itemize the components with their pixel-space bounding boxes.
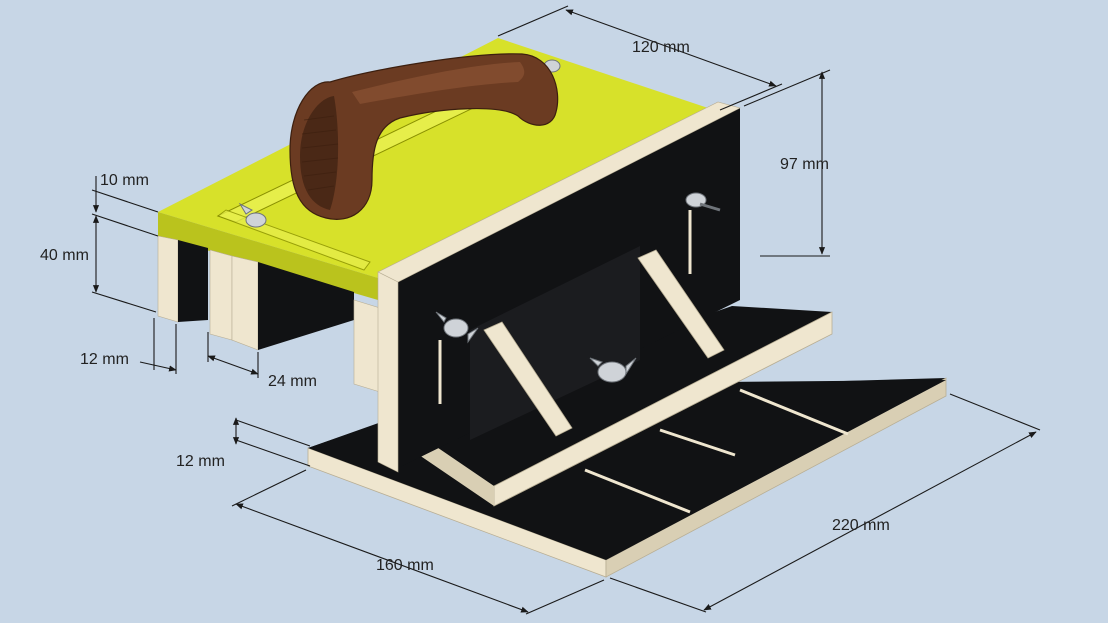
dimension-labels: 120 mm 97 mm 10 mm 40 mm 12 mm 24 mm 12 …: [40, 39, 890, 574]
handle: [289, 53, 559, 220]
left-legs: [157, 235, 381, 393]
wing-nut-icon: [238, 202, 267, 228]
dim-label-top-thickness: 10 mm: [100, 172, 149, 189]
dim-label-base-thickness: 12 mm: [176, 453, 225, 470]
dim-label-base-length: 220 mm: [832, 517, 890, 534]
wing-nut-icon: [685, 192, 721, 212]
support-braces: [483, 249, 725, 437]
clamp-slots: [438, 210, 692, 404]
dim-label-leg-thickness: 12 mm: [80, 351, 129, 368]
dim-label-side-height: 40 mm: [40, 247, 89, 264]
fence-inner-panels: [470, 246, 640, 440]
dim-label-fence-height: 97 mm: [780, 156, 829, 173]
wing-nut-icon: [435, 311, 479, 344]
dimension-lines: [91, 5, 1041, 615]
dim-label-base-width: 160 mm: [376, 557, 434, 574]
wing-nut-icon: [589, 357, 637, 383]
dim-label-top-width: 120 mm: [632, 39, 690, 56]
dim-label-leg-gap: 24 mm: [268, 373, 317, 390]
